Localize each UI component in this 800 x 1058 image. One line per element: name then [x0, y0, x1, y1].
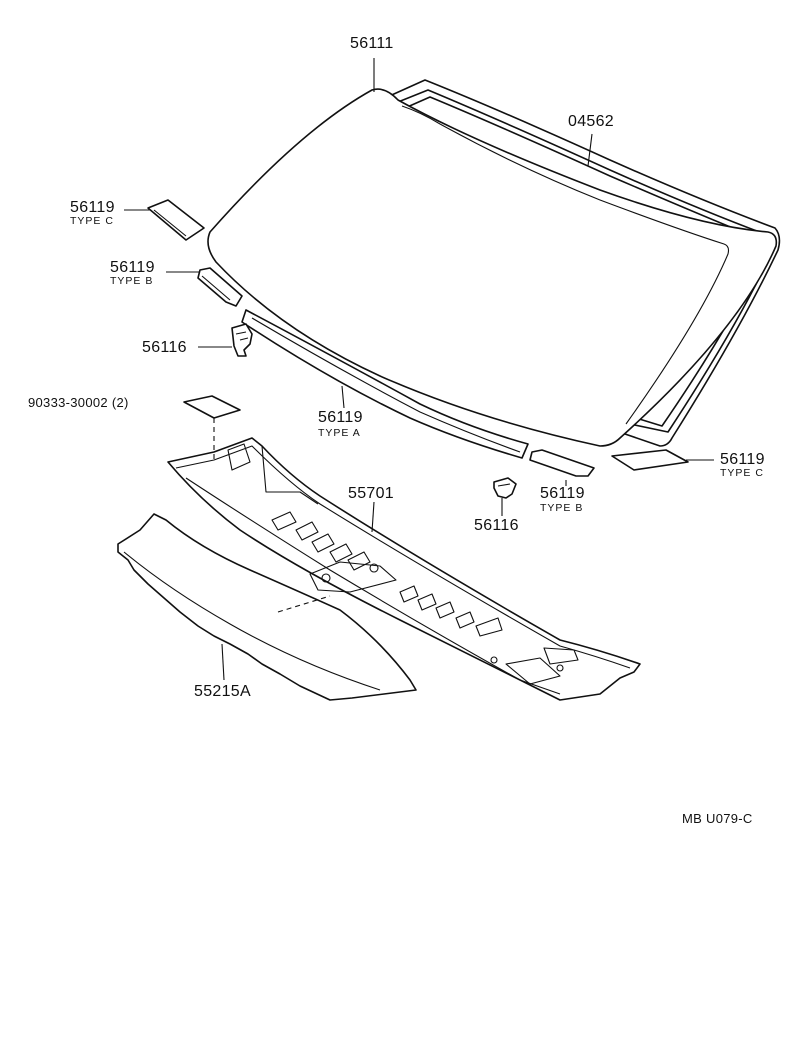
- label-clip-right: 56116: [474, 517, 519, 534]
- leader-56119-a: [341, 385, 345, 409]
- spacer-type-b-left: [197, 267, 243, 307]
- label-spacer-b-left-type: TYPE B: [110, 275, 154, 287]
- leader-04562: [587, 133, 593, 167]
- label-cowl-seal: 55215A: [194, 683, 251, 700]
- label-spacer-b-left: 56119: [110, 259, 155, 276]
- spacer-type-c-left: [147, 199, 205, 241]
- label-spacer-a-type: TYPE A: [318, 427, 361, 439]
- label-spacer-c-right: 56119: [720, 451, 765, 468]
- cowl-seal: [117, 513, 417, 701]
- label-spacer-c-right-type: TYPE C: [720, 467, 764, 479]
- clip-left: [231, 323, 253, 357]
- diagram-code: MB U079-C: [682, 811, 753, 826]
- clip-right: [493, 477, 517, 499]
- label-windshield: 56111: [350, 35, 394, 52]
- label-spacer-b-right: 56119: [540, 485, 585, 502]
- leader-55215a: [221, 643, 225, 681]
- spacer-type-b-right: [529, 449, 595, 477]
- leader-55701: [371, 501, 375, 533]
- label-weatherstrip: 04562: [568, 113, 614, 130]
- label-spacer-a: 56119: [318, 409, 363, 426]
- label-spacer-c-left: 56119: [70, 199, 115, 216]
- label-spacer-c-left-type: TYPE C: [70, 215, 114, 227]
- spacer-type-c-right: [611, 449, 689, 471]
- label-cowl-panel: 55701: [348, 485, 394, 502]
- label-clip-left: 56116: [142, 339, 187, 356]
- label-spacer-b-right-type: TYPE B: [540, 502, 584, 514]
- label-plug: 90333-30002 (2): [28, 395, 129, 410]
- windshield-glass: [207, 88, 778, 447]
- spacer-type-a-strip: [241, 309, 529, 459]
- cowl-panel: [167, 437, 641, 701]
- seal-dashed-line: [277, 595, 331, 613]
- plug-pad: [183, 395, 241, 419]
